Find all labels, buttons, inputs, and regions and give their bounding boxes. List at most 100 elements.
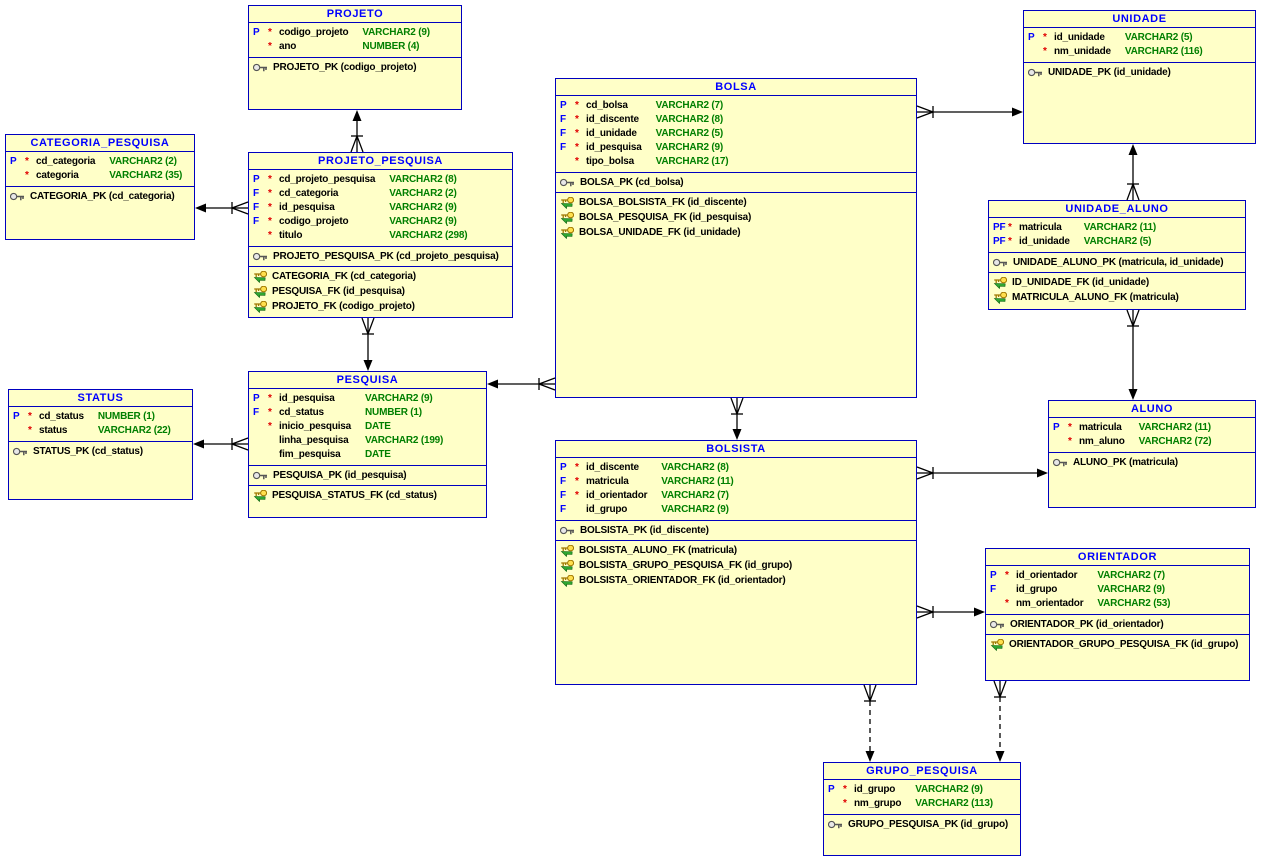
relationship-bolsista-orientador[interactable]: [916, 605, 985, 619]
column-type: VARCHAR2 (7): [661, 490, 729, 501]
many-end-crowfoot: [863, 684, 871, 702]
relationship-projeto_pesquisa-projeto[interactable]: [350, 110, 364, 153]
primary-key-label: ORIENTADOR_PK (id_orientador): [1010, 619, 1164, 630]
key-marker: F: [253, 407, 259, 418]
key-marker: [253, 40, 268, 54]
key-marker: F: [560, 504, 566, 515]
foreign-key-label: BOLSA_PESQUISA_FK (id_pesquisa): [579, 212, 752, 223]
column-name: id_grupo: [586, 504, 628, 515]
column-name: id_pesquisa: [279, 393, 335, 404]
foreign-key-icon: [253, 285, 267, 298]
key-marker: [828, 797, 843, 811]
primary-key-label: CATEGORIA_PK (cd_categoria): [30, 191, 175, 202]
primary-key-section: CATEGORIA_PK (cd_categoria): [6, 186, 194, 239]
column-name: nm_grupo: [854, 798, 902, 809]
entity-title: PROJETO: [326, 8, 384, 20]
entity-title: BOLSISTA: [706, 443, 766, 455]
primary-key-label: PESQUISA_PK (id_pesquisa): [273, 470, 407, 481]
column-type: VARCHAR2 (17): [655, 156, 729, 167]
relationship-bolsa-bolsista[interactable]: [730, 397, 744, 440]
relationship-bolsista-aluno[interactable]: [916, 466, 1048, 480]
required-marker: *: [25, 170, 29, 181]
foreign-key-section: ORIENTADOR_GRUPO_PESQUISA_FK (id_grupo): [986, 634, 1249, 680]
relationship-unidade_aluno-aluno[interactable]: [1126, 309, 1140, 400]
column-type: VARCHAR2 (116): [1124, 46, 1203, 57]
key-marker: P: [253, 174, 260, 185]
column-name: tipo_bolsa: [586, 156, 635, 167]
relationship-bolsa-unidade[interactable]: [916, 105, 1023, 119]
column-name: nm_orientador: [1016, 598, 1084, 609]
foreign-key-label: CATEGORIA_FK (cd_categoria): [272, 271, 416, 282]
primary-key-icon: [1028, 68, 1042, 77]
primary-key-icon: [560, 178, 574, 187]
column-name: cd_categoria: [279, 188, 339, 199]
foreign-key-section: PESQUISA_STATUS_FK (cd_status): [249, 485, 486, 517]
relationship-bolsa-pesquisa[interactable]: [487, 377, 556, 391]
column-name: matricula: [1079, 422, 1122, 433]
key-marker: [253, 420, 268, 434]
foreign-key-icon: [253, 489, 267, 502]
required-marker: *: [575, 156, 579, 167]
primary-key-row: GRUPO_PESQUISA_PK (id_grupo): [824, 817, 1020, 832]
relationship-orientador-grupo_pesquisa[interactable]: [993, 680, 1007, 762]
required-marker: *: [28, 411, 32, 422]
foreign-key-row: BOLSA_BOLSISTA_FK (id_discente): [556, 195, 916, 210]
foreign-key-row: PESQUISA_STATUS_FK (cd_status): [249, 488, 486, 503]
relationship-unidade_aluno-unidade[interactable]: [1126, 144, 1140, 201]
required-marker: [268, 434, 279, 448]
one-end-arrowhead: [865, 751, 875, 762]
foreign-key-row: PROJETO_FK (codigo_projeto): [249, 299, 512, 314]
primary-key-icon: [1053, 458, 1067, 467]
relationship-pesquisa-status[interactable]: [193, 437, 249, 451]
primary-key-icon: [828, 820, 842, 829]
primary-key-row: UNIDADE_PK (id_unidade): [1024, 65, 1255, 80]
many-end-crowfoot: [231, 201, 249, 209]
column-type: VARCHAR2 (11): [1138, 422, 1211, 433]
column-name: nm_unidade: [1054, 46, 1111, 57]
foreign-key-icon: [560, 574, 574, 587]
foreign-key-row: BOLSISTA_GRUPO_PESQUISA_FK (id_grupo): [556, 558, 916, 573]
required-marker: [268, 448, 279, 462]
many-end-crowfoot: [993, 680, 1001, 698]
primary-key-icon: [990, 620, 1004, 629]
relationship-bolsista-grupo_pesquisa[interactable]: [863, 684, 877, 762]
required-marker: *: [575, 490, 579, 501]
primary-key-row: BOLSA_PK (cd_bolsa): [556, 175, 916, 190]
relationship-projeto_pesquisa-pesquisa[interactable]: [361, 317, 375, 371]
many-end-crowfoot: [1126, 309, 1134, 327]
column-name: id_pesquisa: [279, 202, 335, 213]
foreign-key-row: PESQUISA_FK (id_pesquisa): [249, 284, 512, 299]
one-end-arrowhead: [352, 110, 362, 121]
required-marker: *: [575, 100, 579, 111]
primary-key-icon: [253, 471, 267, 480]
required-marker: *: [268, 188, 272, 199]
column-name: id_discente: [586, 114, 639, 125]
relationship-projeto_pesquisa-categoria_pesquisa[interactable]: [195, 201, 249, 215]
column-type: VARCHAR2 (7): [655, 100, 724, 111]
column-type: VARCHAR2 (7): [1097, 570, 1165, 581]
column-name: inicio_pesquisa: [279, 421, 352, 432]
entity-title: CATEGORIA_PESQUISA: [30, 137, 170, 149]
required-marker: *: [1043, 32, 1047, 43]
primary-key-label: ALUNO_PK (matricula): [1073, 457, 1178, 468]
key-marker: F: [560, 114, 566, 125]
column-type: VARCHAR2 (8): [661, 462, 729, 473]
primary-key-section: PESQUISA_PK (id_pesquisa): [249, 465, 486, 485]
column-type: VARCHAR2 (113): [915, 798, 993, 809]
one-end-arrowhead: [1128, 144, 1138, 155]
